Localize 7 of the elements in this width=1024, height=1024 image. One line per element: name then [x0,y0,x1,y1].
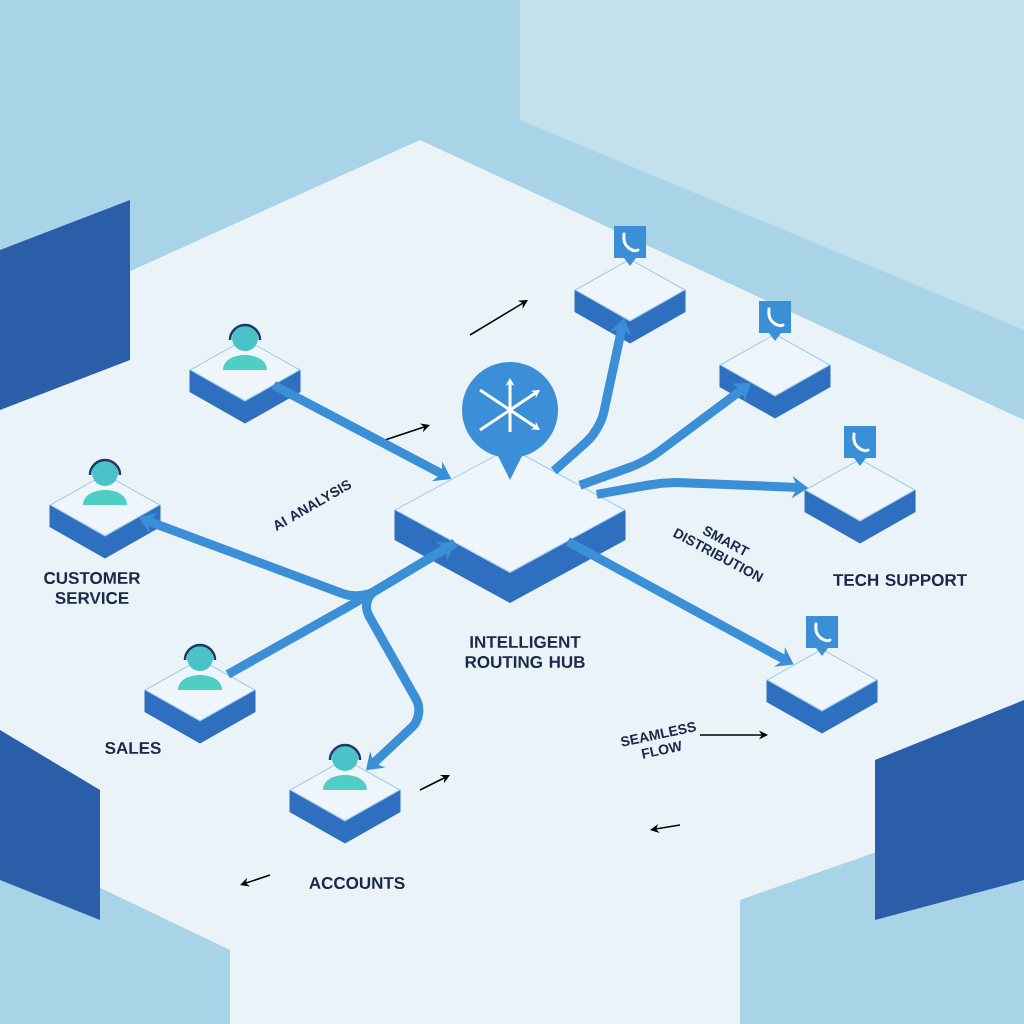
pad-label: TECH SUPPORT [833,574,967,587]
flow-road-arrow [225,541,455,679]
pad-label: SALES [105,742,161,755]
pad-label: INTELLIGENT ROUTING HUB [465,636,585,669]
pad-label: ACCOUNTS [309,877,405,890]
flow-road-arrow [362,539,458,771]
pad-label: CUSTOMER SERVICE [44,572,141,605]
